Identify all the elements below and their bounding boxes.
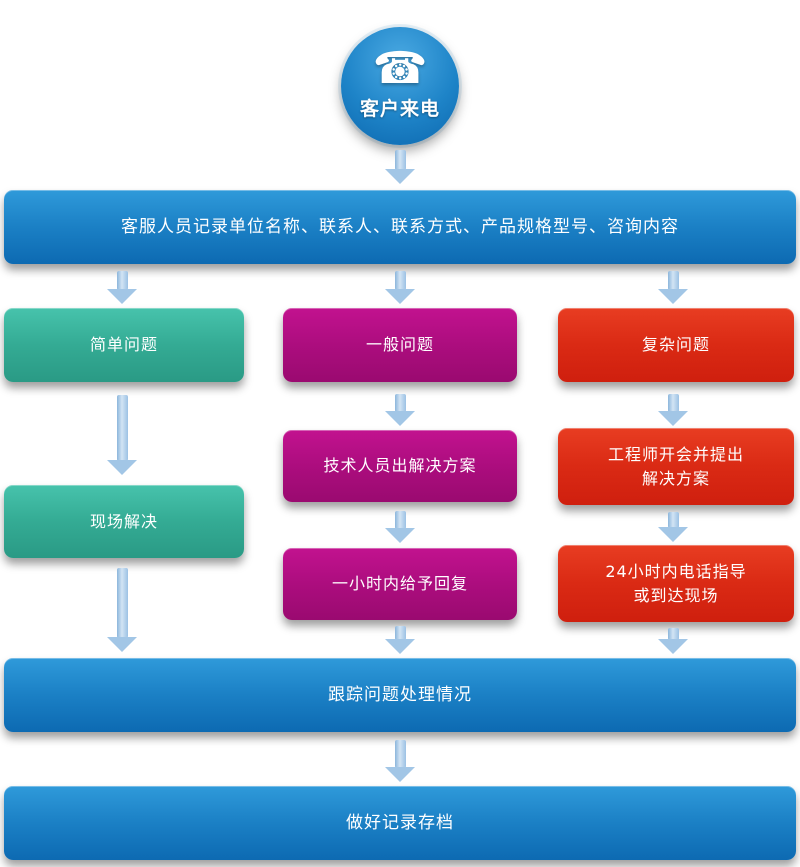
node-engineer-meeting: 工程师开会并提出 解决方案	[558, 428, 794, 505]
arrow-record-to-simple	[107, 271, 137, 304]
node-phone-guidance-line2: 或到达现场	[633, 585, 719, 605]
node-engineer-meeting-line1: 工程师开会并提出	[607, 445, 744, 465]
arrow-stem	[394, 150, 406, 170]
arrow-stem	[667, 271, 679, 290]
node-tech-solution: 技术人员出解决方案	[283, 430, 517, 502]
arrow-head	[658, 411, 688, 426]
arrow-head	[658, 289, 688, 304]
arrow-stem	[667, 394, 679, 412]
arrow-stem	[394, 394, 406, 412]
arrow-stem	[116, 271, 128, 290]
node-record-info-label: 客服人员记录单位名称、联系人、联系方式、产品规格型号、咨询内容	[121, 216, 679, 237]
node-onsite-resolution-label: 现场解决	[89, 511, 158, 531]
arrow-head	[385, 767, 415, 782]
node-phone-guidance-line1: 24小时内电话指导	[605, 562, 747, 582]
arrow-track-to-archive	[385, 740, 415, 782]
arrow-stem	[667, 628, 679, 640]
arrow-stem	[394, 271, 406, 290]
node-archive-records-label: 做好记录存档	[346, 812, 454, 833]
node-track-progress-label: 跟踪问题处理情况	[328, 684, 472, 705]
arrow-stem	[394, 626, 406, 640]
arrow-stem	[667, 512, 679, 528]
arrow-head	[385, 411, 415, 426]
node-complex-problem: 复杂问题	[558, 308, 794, 382]
start-node-label: 客户来电	[359, 98, 440, 120]
arrow-record-to-general	[385, 271, 415, 304]
arrow-phone-to-track	[658, 628, 688, 654]
node-tech-solution-label: 技术人员出解决方案	[323, 456, 477, 476]
node-onsite-resolution: 现场解决	[4, 485, 244, 558]
arrow-onsite-to-track	[107, 568, 137, 652]
arrow-head	[107, 289, 137, 304]
node-reply-within-hour: 一小时内给予回复	[283, 548, 517, 620]
arrow-stem	[116, 395, 128, 461]
arrow-simple-to-onsite	[107, 395, 137, 475]
arrow-head	[658, 639, 688, 654]
arrow-tech-to-reply	[385, 511, 415, 543]
arrow-start-to-record	[385, 150, 415, 184]
node-general-problem-label: 一般问题	[365, 335, 434, 355]
node-archive-records: 做好记录存档	[4, 786, 796, 860]
node-general-problem: 一般问题	[283, 308, 517, 382]
arrow-head	[107, 637, 137, 652]
arrow-head	[385, 169, 415, 184]
node-phone-guidance: 24小时内电话指导 或到达现场	[558, 545, 794, 622]
node-simple-problem: 简单问题	[4, 308, 244, 382]
arrow-record-to-complex	[658, 271, 688, 304]
arrow-stem	[116, 568, 128, 638]
arrow-stem	[394, 511, 406, 529]
node-engineer-meeting-line2: 解决方案	[641, 468, 710, 488]
arrow-head	[385, 289, 415, 304]
node-complex-problem-label: 复杂问题	[641, 335, 710, 355]
arrow-head	[658, 527, 688, 542]
arrow-reply-to-track	[385, 626, 415, 654]
node-track-progress: 跟踪问题处理情况	[4, 658, 796, 732]
arrow-general-to-tech	[385, 394, 415, 426]
start-node-customer-call: ☎ 客户来电	[341, 27, 459, 145]
arrow-head	[385, 639, 415, 654]
arrow-complex-to-engineer	[658, 394, 688, 426]
arrow-head	[107, 460, 137, 475]
phone-icon: ☎	[372, 43, 428, 94]
arrow-stem	[394, 740, 406, 768]
node-record-info: 客服人员记录单位名称、联系人、联系方式、产品规格型号、咨询内容	[4, 190, 796, 264]
node-reply-within-hour-label: 一小时内给予回复	[331, 574, 468, 594]
arrow-head	[385, 528, 415, 543]
node-simple-problem-label: 简单问题	[89, 335, 158, 355]
arrow-engineer-to-phone	[658, 512, 688, 542]
